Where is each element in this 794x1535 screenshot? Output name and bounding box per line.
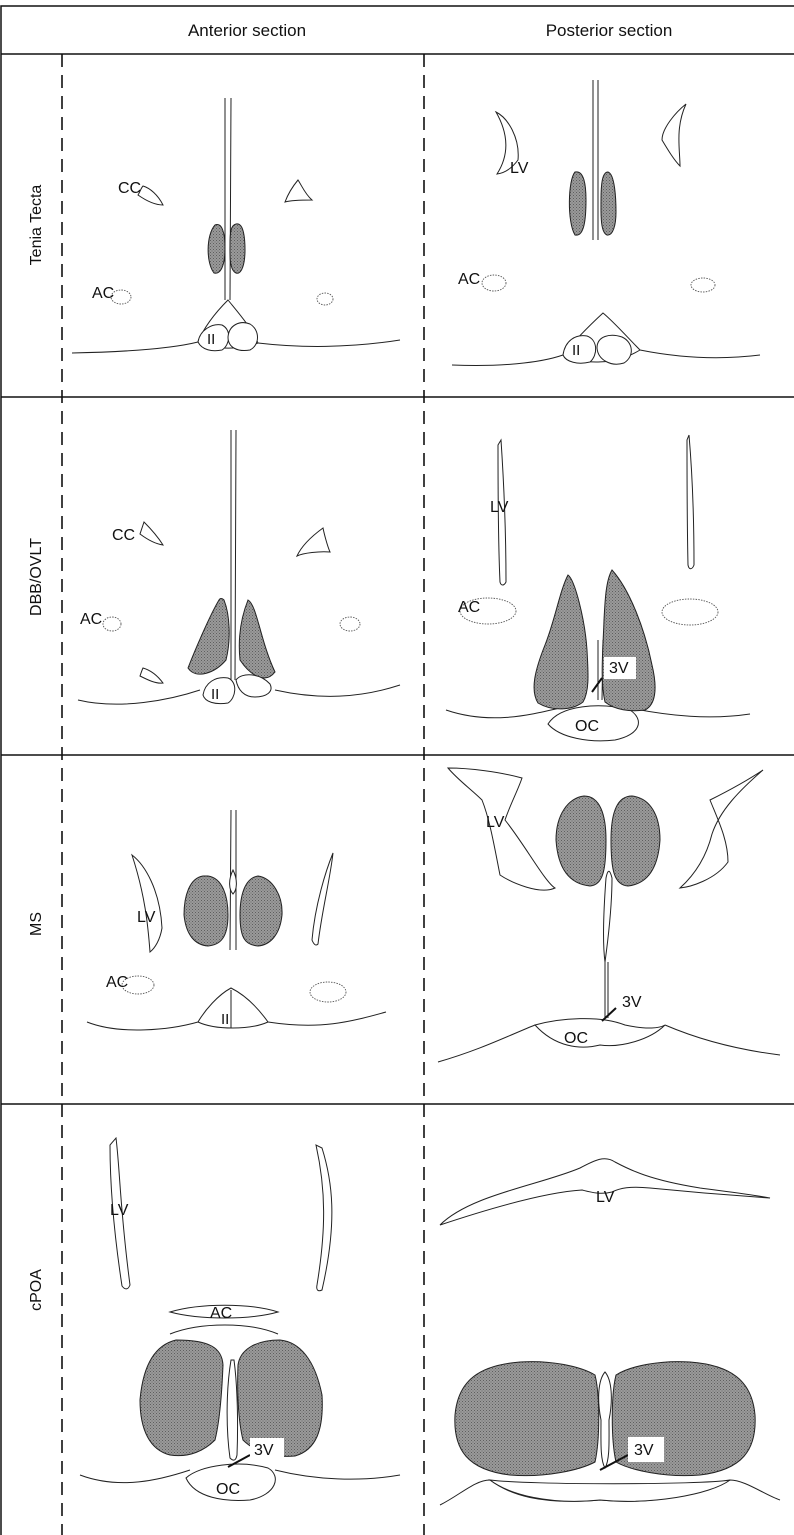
anterior-commissure-left: [482, 275, 506, 291]
lateral-ventricle-right: [680, 770, 763, 888]
label-lv: LV: [110, 1202, 129, 1219]
label-ac: AC: [92, 285, 114, 302]
ms-posterior-section: LV 3V OC: [438, 768, 780, 1062]
label-3v: 3V: [622, 994, 642, 1011]
dbb-nucleus-right: [239, 600, 275, 678]
label-lv: LV: [137, 909, 156, 926]
dbb-nucleus-left: [534, 575, 588, 709]
anterior-commissure-left: [103, 617, 121, 631]
table-frame: [1, 6, 794, 1535]
anterior-commissure-right: [310, 982, 346, 1002]
tenia-tecta-anterior-section: CC AC II: [72, 98, 400, 353]
ms-nucleus-left: [556, 796, 606, 886]
lateral-ventricle-right: [316, 1145, 332, 1291]
label-cc: CC: [112, 527, 135, 544]
label-ii: II: [207, 331, 215, 348]
lateral-ventricle-left: [132, 855, 162, 952]
dbb-ovlt-posterior-section: LV AC 3V OC: [446, 435, 750, 741]
ms-nucleus-left: [184, 876, 228, 946]
tenia-tecta-posterior-section: LV AC II: [452, 80, 760, 366]
cpoa-posterior-section: LV 3V: [440, 1159, 780, 1505]
anterior-commissure-right: [340, 617, 360, 631]
cpoa-nucleus-left: [140, 1340, 223, 1456]
lateral-ventricle-right: [687, 435, 694, 569]
corpus-callosum-right: [285, 180, 312, 202]
corpus-callosum-left: [138, 186, 163, 205]
label-ac: AC: [458, 271, 480, 288]
lateral-ventricle-right: [662, 104, 686, 166]
label-3v: 3V: [609, 660, 629, 677]
tenia-tecta-nucleus-left: [208, 225, 225, 274]
lateral-ventricle-right: [312, 853, 333, 945]
label-oc: OC: [216, 1481, 240, 1498]
ms-anterior-section: LV AC II: [87, 810, 386, 1030]
label-ii: II: [572, 342, 580, 359]
label-lv: LV: [486, 814, 505, 831]
label-oc: OC: [575, 718, 599, 735]
label-ac: AC: [458, 599, 480, 616]
tenia-tecta-nucleus-right: [230, 224, 245, 273]
label-ii: II: [221, 1011, 229, 1028]
optic-chiasm: [535, 1019, 665, 1048]
label-3v: 3V: [634, 1442, 654, 1459]
dbb-ovlt-anterior-section: CC AC II: [78, 430, 400, 704]
anterior-commissure-right: [317, 293, 333, 305]
cpoa-anterior-section: LV AC 3V OC: [80, 1138, 400, 1500]
label-ac: AC: [106, 974, 128, 991]
label-ii: II: [211, 686, 219, 703]
corpus-callosum-left: [140, 668, 163, 683]
ms-nucleus-right: [611, 796, 660, 886]
label-lv: LV: [596, 1189, 615, 1206]
anterior-commissure-right: [691, 278, 715, 292]
optic-nerve-right: [228, 323, 258, 351]
anterior-commissure-right: [662, 599, 718, 625]
cpoa-nucleus-left: [455, 1362, 599, 1476]
corpus-callosum-right: [297, 528, 330, 556]
label-ac: AC: [210, 1305, 232, 1322]
label-lv: LV: [490, 499, 509, 516]
label-ac: AC: [80, 611, 102, 628]
label-3v: 3V: [254, 1442, 274, 1459]
corpus-callosum-left-upper: [140, 522, 163, 545]
label-cc: CC: [118, 180, 141, 197]
label-lv: LV: [510, 160, 529, 177]
label-oc: OC: [564, 1030, 588, 1047]
dbb-nucleus-left: [188, 599, 229, 675]
dbb-nucleus-right: [602, 570, 655, 711]
tenia-tecta-nucleus-right: [601, 172, 616, 235]
ms-nucleus-right: [240, 876, 282, 946]
tenia-tecta-nucleus-left: [569, 172, 586, 235]
